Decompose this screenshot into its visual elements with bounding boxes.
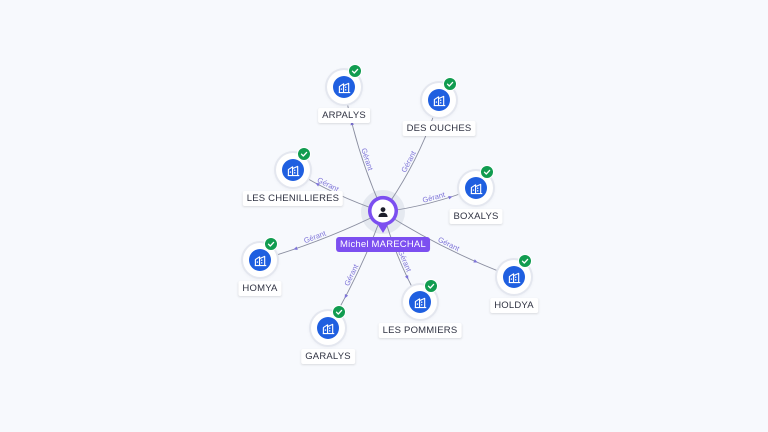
edge-arrow [473, 259, 478, 263]
verified-check-icon [264, 237, 278, 251]
company-name-label[interactable]: LES CHENILLIERES [242, 191, 344, 206]
edge-label: Gérant [399, 149, 418, 174]
edge-label: Gérant [359, 147, 375, 172]
building-icon [503, 266, 525, 288]
company-name-label[interactable]: ARPALYS [318, 108, 370, 123]
verified-check-icon [348, 64, 362, 78]
company-node-circle[interactable] [497, 254, 532, 294]
edge-label: Gérant [436, 235, 461, 254]
person-name-label[interactable]: Michel MARECHAL [336, 237, 430, 252]
building-icon [333, 76, 355, 98]
building-icon [317, 317, 339, 339]
company-name-label[interactable]: LES POMMIERS [378, 323, 462, 338]
company-node-circle[interactable] [459, 165, 494, 205]
building-icon [409, 291, 431, 313]
edge-arrow [293, 246, 298, 250]
edge-arrow [315, 183, 320, 187]
building-icon [465, 177, 487, 199]
company-name-label[interactable]: DES OUCHES [402, 121, 476, 136]
company-node-circle[interactable] [276, 147, 311, 187]
edge-arrow [344, 293, 349, 299]
edge-label: Gérant [396, 249, 414, 274]
verified-check-icon [424, 279, 438, 293]
edge-label: Gérant [421, 190, 446, 205]
company-name-label[interactable]: HOMYA [238, 281, 282, 296]
edge-label: Gérant [302, 228, 327, 245]
person-icon [377, 205, 389, 217]
company-name-label[interactable]: HOLDYA [490, 298, 538, 313]
company-name-label[interactable]: GARALYS [301, 349, 355, 364]
edge-arrow [448, 195, 453, 200]
company-node-circle[interactable] [311, 305, 346, 345]
verified-check-icon [297, 147, 311, 161]
building-icon [428, 89, 450, 111]
building-icon [249, 249, 271, 271]
verified-check-icon [518, 254, 532, 268]
verified-check-icon [480, 165, 494, 179]
verified-check-icon [443, 77, 457, 91]
company-node-circle[interactable] [327, 64, 362, 104]
company-node-circle[interactable] [243, 237, 278, 277]
building-icon [282, 159, 304, 181]
edge-arrow [404, 275, 409, 280]
verified-check-icon [332, 305, 346, 319]
edge-label: Gérant [342, 262, 361, 287]
company-node-circle[interactable] [422, 77, 457, 117]
company-node-circle[interactable] [403, 279, 438, 319]
company-name-label[interactable]: BOXALYS [449, 209, 503, 224]
